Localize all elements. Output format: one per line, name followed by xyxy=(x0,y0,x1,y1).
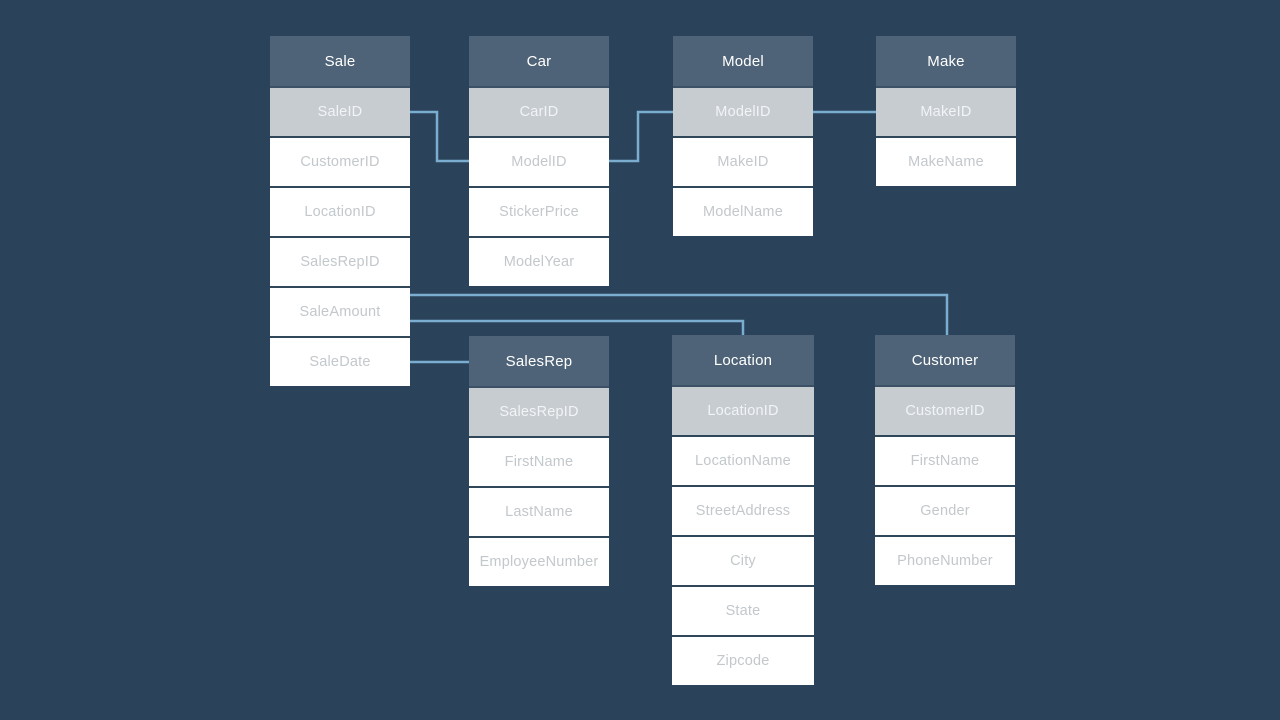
field-row[interactable]: EmployeeNumber xyxy=(469,536,609,586)
field-row[interactable]: Zipcode xyxy=(672,635,814,685)
field-row[interactable]: City xyxy=(672,535,814,585)
field-row[interactable]: MakeName xyxy=(876,136,1016,186)
relationship-line-sale-location xyxy=(408,319,745,338)
field-row[interactable]: ModelID xyxy=(469,136,609,186)
field-row[interactable]: FirstName xyxy=(875,435,1015,485)
entity-header-sale: Sale xyxy=(270,36,410,86)
relationship-line-sale-customer xyxy=(408,293,949,338)
field-row[interactable]: LastName xyxy=(469,486,609,536)
entity-header-make: Make xyxy=(876,36,1016,86)
field-row-primary-key[interactable]: SalesRepID xyxy=(469,386,609,436)
field-row-primary-key[interactable]: LocationID xyxy=(672,385,814,435)
field-row-primary-key[interactable]: CustomerID xyxy=(875,385,1015,435)
field-row[interactable]: StreetAddress xyxy=(672,485,814,535)
field-row[interactable]: SalesRepID xyxy=(270,236,410,286)
field-row[interactable]: FirstName xyxy=(469,436,609,486)
field-row[interactable]: PhoneNumber xyxy=(875,535,1015,585)
field-row[interactable]: LocationName xyxy=(672,435,814,485)
entity-header-location: Location xyxy=(672,335,814,385)
field-row[interactable]: CustomerID xyxy=(270,136,410,186)
field-row-primary-key[interactable]: SaleID xyxy=(270,86,410,136)
field-row[interactable]: State xyxy=(672,585,814,635)
field-row[interactable]: StickerPrice xyxy=(469,186,609,236)
field-row[interactable]: ModelYear xyxy=(469,236,609,286)
entity-header-car: Car xyxy=(469,36,609,86)
field-row[interactable]: LocationID xyxy=(270,186,410,236)
entity-header-salesrep: SalesRep xyxy=(469,336,609,386)
field-row[interactable]: Gender xyxy=(875,485,1015,535)
field-row[interactable]: SaleDate xyxy=(270,336,410,386)
entity-header-customer: Customer xyxy=(875,335,1015,385)
entity-header-model: Model xyxy=(673,36,813,86)
field-row[interactable]: MakeID xyxy=(673,136,813,186)
field-row-primary-key[interactable]: ModelID xyxy=(673,86,813,136)
field-row[interactable]: ModelName xyxy=(673,186,813,236)
field-row-primary-key[interactable]: MakeID xyxy=(876,86,1016,136)
field-row-primary-key[interactable]: CarID xyxy=(469,86,609,136)
field-row[interactable]: SaleAmount xyxy=(270,286,410,336)
relationship-line-sale-car xyxy=(408,110,471,163)
relationship-line-car-model xyxy=(607,110,675,163)
